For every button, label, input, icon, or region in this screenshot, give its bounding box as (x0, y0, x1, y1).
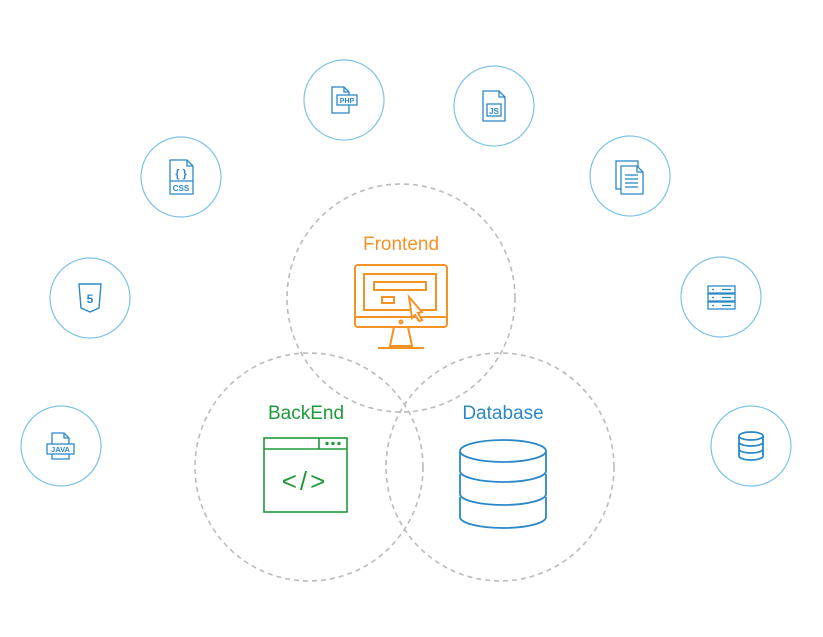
code-window-icon (263, 437, 348, 513)
php-icon: PHP (303, 59, 385, 141)
frontend-label: Frontend (363, 234, 439, 255)
js-icon-text: JS (489, 107, 499, 116)
database-small-icon (710, 405, 792, 487)
backend-label: BackEnd (268, 403, 344, 424)
backend-circle (194, 352, 424, 582)
html5-icon-text: 5 (87, 292, 94, 306)
js-icon: JS (453, 65, 535, 147)
php-icon-text: PHP (340, 98, 355, 105)
venn-circles (194, 183, 615, 582)
code-glyph: </> (282, 466, 329, 496)
java-icon: JAVA (20, 405, 102, 487)
document-icon (589, 135, 671, 217)
css-icon: { } CSS (140, 136, 222, 218)
css-icon-text: CSS (173, 184, 190, 193)
database-icon (459, 439, 547, 529)
java-icon-text: JAVA (51, 445, 70, 454)
server-icon (680, 256, 762, 338)
frontend-circle (286, 183, 516, 413)
database-label: Database (462, 403, 543, 424)
database-circle (385, 352, 615, 582)
html5-icon: 5 (49, 257, 131, 339)
tech-icons: JAVA 5 { } CSS PHP (20, 59, 792, 487)
monitor-icon (354, 264, 448, 349)
css-icon-braces: { } (175, 168, 187, 180)
